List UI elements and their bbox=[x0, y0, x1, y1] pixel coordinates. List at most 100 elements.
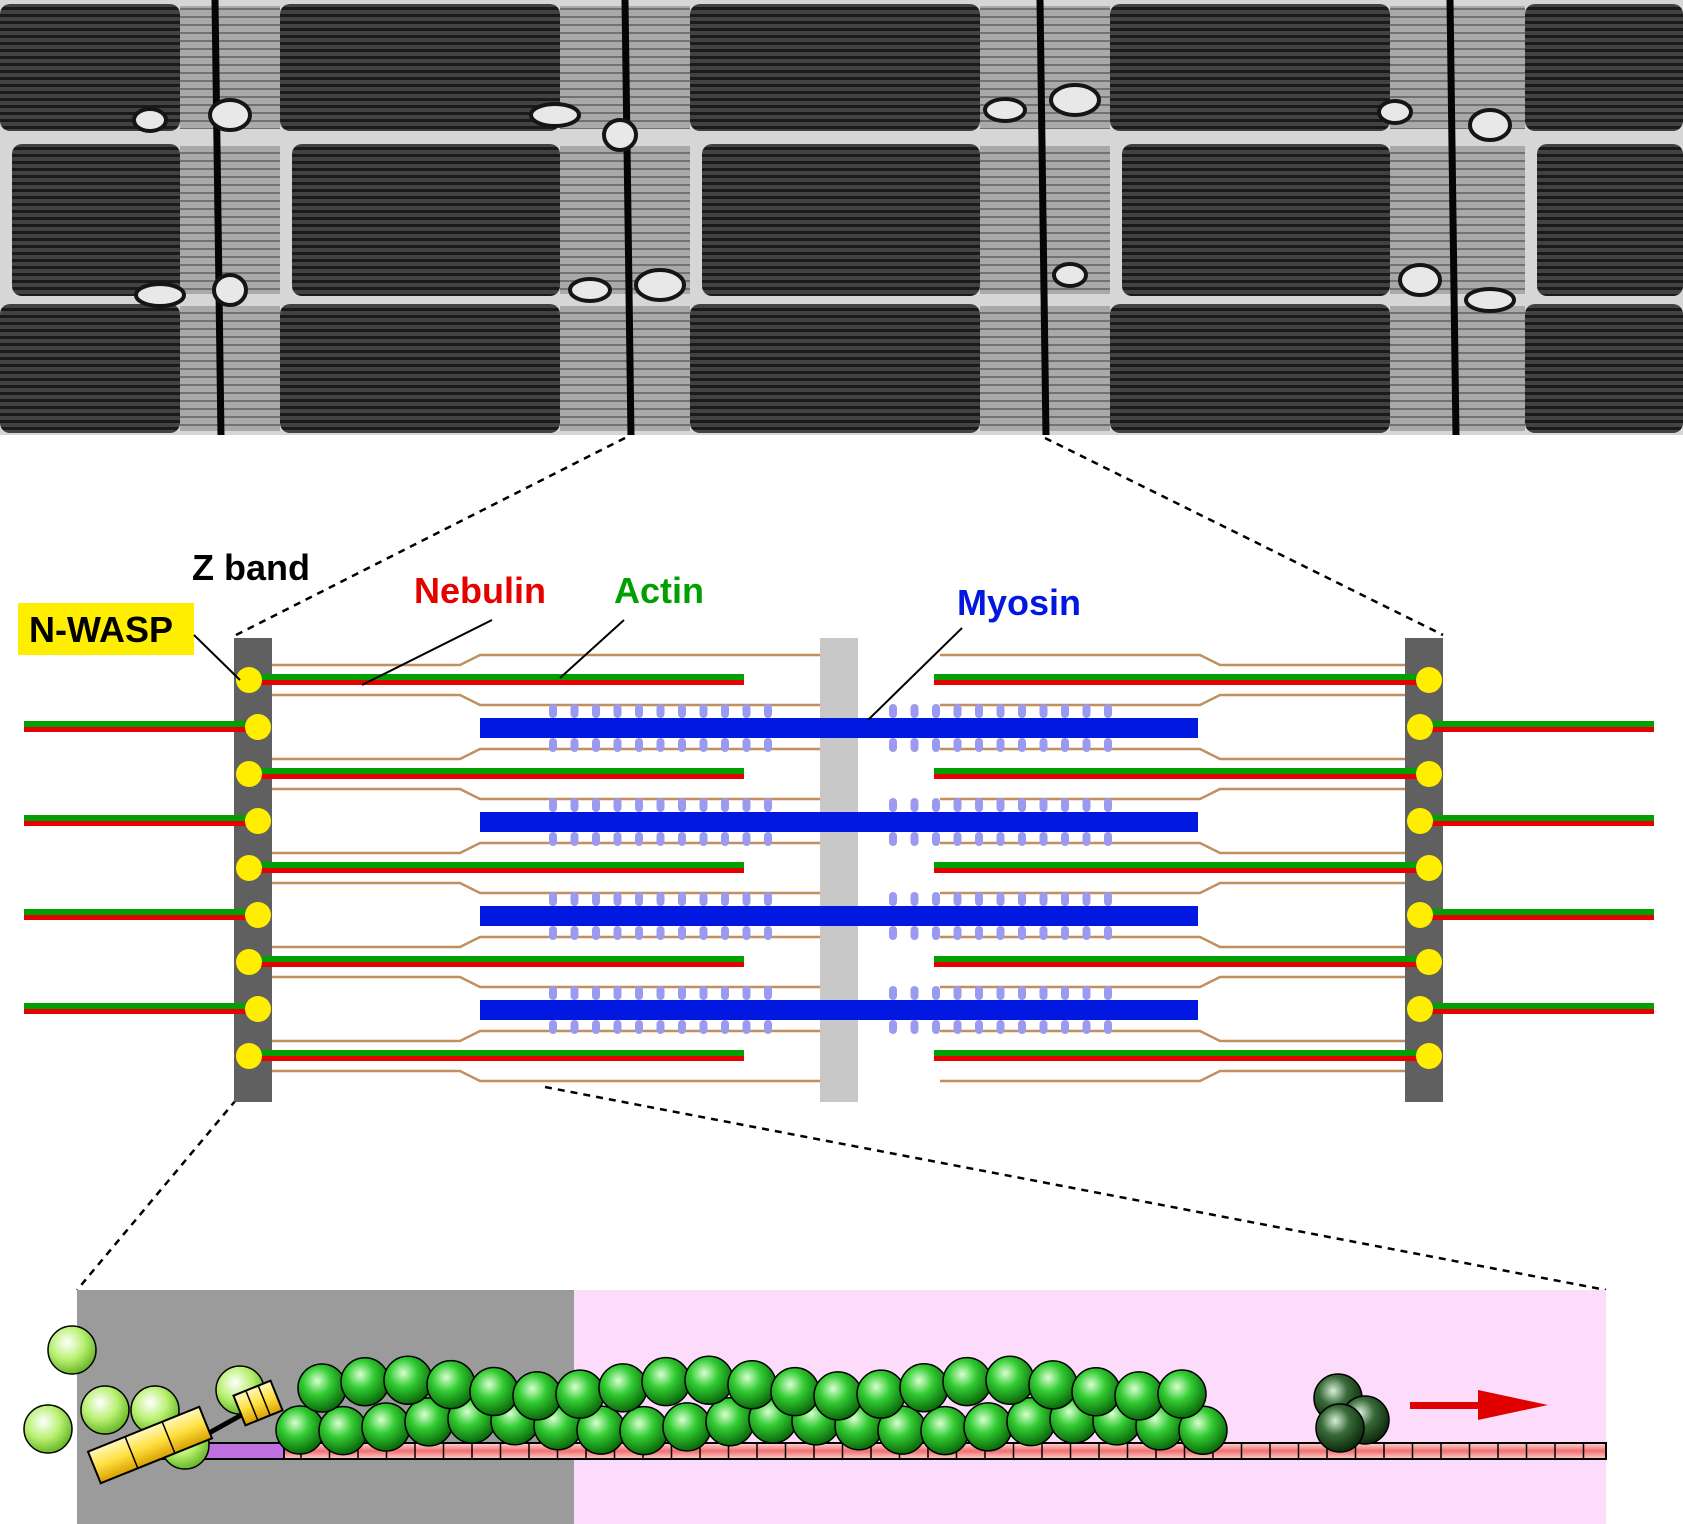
myosin-head bbox=[570, 986, 579, 1000]
f-actin-subunit bbox=[340, 1356, 390, 1407]
n-wasp-segment-line bbox=[124, 1436, 139, 1469]
myosin-head bbox=[742, 892, 751, 906]
myosin-head bbox=[910, 892, 919, 906]
a-band bbox=[690, 304, 980, 433]
f-actin-subunit bbox=[598, 1363, 648, 1413]
myosin-head bbox=[975, 704, 983, 718]
myosin-head bbox=[613, 704, 622, 718]
myosin-head bbox=[678, 832, 686, 846]
g-actin-monomer bbox=[23, 1404, 73, 1454]
n-wasp-dot bbox=[236, 1043, 262, 1069]
myosin-head bbox=[592, 738, 600, 752]
myosin-head bbox=[592, 892, 600, 906]
thin-filament-left-actin bbox=[252, 1050, 744, 1056]
thin-filament-right-nebulin bbox=[934, 1056, 1425, 1061]
n-wasp-label: N-WASP bbox=[29, 609, 173, 650]
myosin-head bbox=[889, 832, 897, 846]
myosin-head bbox=[699, 986, 708, 1000]
n-wasp-segment-line bbox=[245, 1390, 259, 1421]
myosin-head bbox=[889, 1020, 897, 1034]
z-line bbox=[1036, 0, 1050, 438]
vesicle bbox=[529, 102, 581, 128]
myosin-head bbox=[932, 738, 940, 752]
nebulin-pointer bbox=[361, 619, 493, 686]
n-wasp-pointer bbox=[193, 634, 241, 681]
myosin-thick-filament bbox=[480, 718, 1198, 738]
myosin-head bbox=[570, 926, 579, 940]
titin-line bbox=[262, 841, 1415, 855]
myosin-head bbox=[613, 738, 622, 752]
n-wasp-segment bbox=[86, 1405, 214, 1485]
thin-filament-outer-left-nebulin bbox=[24, 727, 252, 732]
f-actin-subunit bbox=[856, 1369, 906, 1419]
vesicle bbox=[1049, 83, 1101, 117]
myosin-head bbox=[721, 738, 729, 752]
thin-filament-right-actin bbox=[934, 674, 1425, 680]
myosin-thick-filament bbox=[480, 906, 1198, 926]
thin-filament-outer-left-nebulin bbox=[24, 1009, 252, 1014]
f-actin-subunit bbox=[469, 1366, 519, 1417]
myosin-head bbox=[1039, 986, 1048, 1000]
myosin-pointer bbox=[867, 627, 963, 721]
myosin-head bbox=[1018, 832, 1026, 846]
myosin-head bbox=[742, 1020, 751, 1034]
myosin-thick-filament bbox=[480, 812, 1198, 832]
micrograph-edge bbox=[0, 435, 1683, 439]
myosin-head bbox=[996, 738, 1005, 752]
a-band bbox=[280, 4, 560, 131]
n-wasp-dot bbox=[236, 667, 262, 693]
myosin-head bbox=[1082, 986, 1091, 1000]
f-actin-subunit bbox=[727, 1359, 777, 1410]
right-arrow-icon bbox=[1478, 1390, 1548, 1420]
myosin-head bbox=[592, 1020, 600, 1034]
vesicle bbox=[208, 98, 252, 132]
myosin-head bbox=[678, 892, 686, 906]
vesicle bbox=[602, 118, 638, 152]
myosin-head bbox=[996, 986, 1005, 1000]
vesicle bbox=[1398, 263, 1442, 297]
f-actin-subunit bbox=[555, 1369, 605, 1419]
myosin-head bbox=[953, 926, 962, 940]
n-wasp-dot bbox=[236, 761, 262, 787]
thin-filament-left-actin bbox=[252, 956, 744, 962]
myosin-head bbox=[996, 798, 1005, 812]
myosin-head bbox=[635, 986, 643, 1000]
myosin-head bbox=[1039, 1020, 1048, 1034]
myosin-head bbox=[910, 704, 919, 718]
myosin-head bbox=[889, 738, 897, 752]
myosin-head bbox=[975, 892, 983, 906]
myosin-head bbox=[889, 798, 897, 812]
myosin-head bbox=[910, 986, 919, 1000]
myosin-head bbox=[1061, 926, 1069, 940]
myosin-head bbox=[910, 798, 919, 812]
myosin-head bbox=[1039, 798, 1048, 812]
myosin-head bbox=[764, 798, 772, 812]
z-line bbox=[1446, 0, 1460, 438]
myosin-head bbox=[932, 986, 940, 1000]
thin-filament-outer-right-nebulin bbox=[1425, 1009, 1654, 1014]
myosin-head bbox=[1061, 986, 1069, 1000]
myosin-head bbox=[1018, 892, 1026, 906]
myosin-head bbox=[1082, 704, 1091, 718]
myosin-head bbox=[613, 926, 622, 940]
z-line bbox=[211, 0, 225, 438]
n-wasp-dot bbox=[1407, 714, 1433, 740]
myosin-head bbox=[953, 986, 962, 1000]
vesicle bbox=[568, 277, 612, 303]
myosin-head bbox=[635, 704, 643, 718]
myosin-head bbox=[996, 892, 1005, 906]
f-actin-subunit bbox=[275, 1405, 325, 1455]
actin-pointer bbox=[559, 619, 625, 679]
thin-filament-outer-right-nebulin bbox=[1425, 915, 1654, 920]
n-wasp-dot bbox=[1416, 1043, 1442, 1069]
n-wasp-dot bbox=[1416, 949, 1442, 975]
f-actin-subunit bbox=[920, 1405, 970, 1456]
myosin-head bbox=[975, 926, 983, 940]
thin-filament-outer-left-nebulin bbox=[24, 821, 252, 826]
myosin-head bbox=[1039, 832, 1048, 846]
myosin-head bbox=[910, 832, 919, 846]
myosin-head bbox=[1082, 798, 1091, 812]
myosin-head bbox=[1061, 798, 1069, 812]
myosin-head bbox=[721, 986, 729, 1000]
